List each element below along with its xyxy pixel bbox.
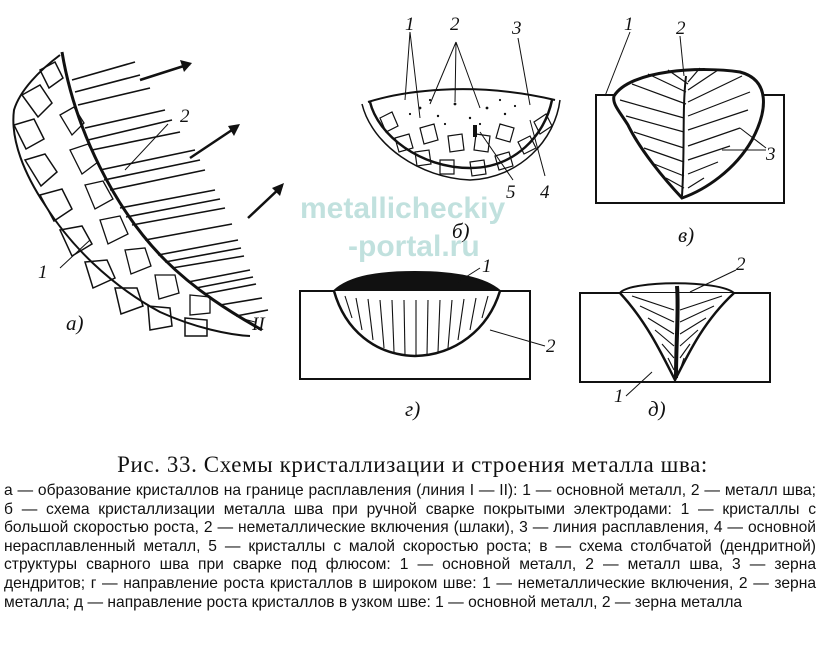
watermark-line-1: metallicheckiy: [300, 192, 505, 225]
panel-a-number-II: II: [251, 314, 266, 335]
panel-g-label: г): [405, 397, 420, 421]
panel-v-number-2: 2: [676, 18, 686, 39]
watermark-line-2: -portal.ru: [348, 230, 480, 263]
crystallization-figure: 2 1 II а) 1 2 3 5 4 б): [12, 14, 785, 421]
panel-b-diagram: [361, 31, 561, 181]
panel-a-label: а): [66, 311, 84, 335]
panel-g-number-1: 1: [482, 256, 492, 277]
figure-caption-title: Рис. 33. Схемы кристаллизации и строения…: [117, 452, 708, 477]
panel-v-label: в): [678, 223, 694, 247]
panel-a-number-1: 1: [38, 262, 48, 283]
panel-g-diagram: [299, 267, 546, 380]
panel-b-number-3: 3: [511, 18, 522, 39]
panel-d-number-2: 2: [736, 254, 746, 275]
panel-d-label: д): [648, 397, 666, 421]
panel-b-number-1: 1: [405, 14, 415, 35]
figure-caption-body: а — образование кристаллов на границе ра…: [4, 482, 816, 611]
panel-b-number-4: 4: [540, 182, 550, 203]
panel-d-diagram: [579, 269, 771, 397]
panel-d-number-1: 1: [614, 386, 624, 407]
panel-a-number-2: 2: [180, 106, 190, 127]
panel-b-label: б): [452, 219, 470, 243]
panel-a-diagram: [12, 51, 284, 337]
panel-v-number-3: 3: [765, 144, 776, 165]
panel-b-number-5: 5: [506, 182, 516, 203]
panel-v-number-1: 1: [624, 14, 634, 35]
panel-v-diagram: [595, 31, 785, 204]
panel-g-number-2: 2: [546, 336, 556, 357]
panel-b-number-2: 2: [450, 14, 460, 35]
